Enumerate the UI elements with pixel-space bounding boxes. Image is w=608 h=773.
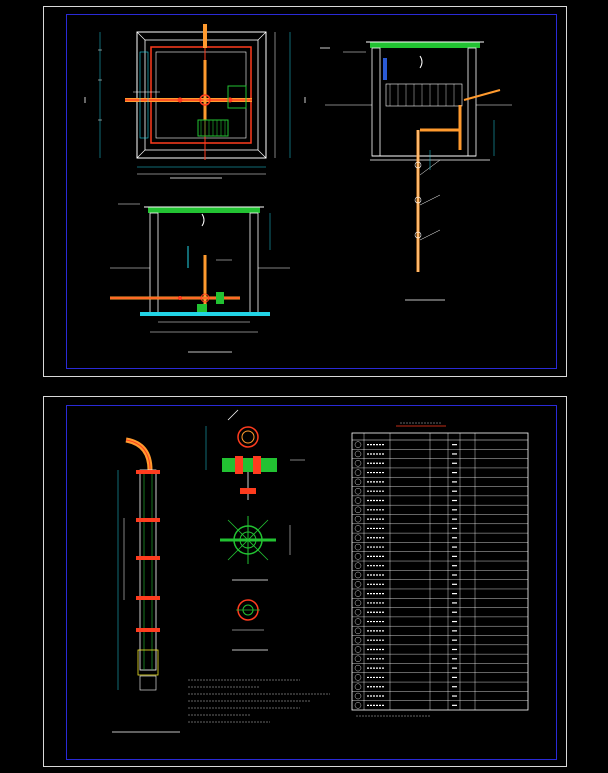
table-row-number <box>354 543 362 551</box>
table-row-number <box>354 478 362 486</box>
table-row-number <box>354 553 362 560</box>
table-row-number <box>354 515 362 523</box>
design-notes <box>188 679 330 723</box>
table-row-number <box>354 590 362 597</box>
table-row-number <box>354 674 362 681</box>
table-row-number <box>354 664 362 672</box>
drawing-sheet-top <box>43 6 567 377</box>
table-row-number <box>354 692 362 700</box>
drawing-frame-top <box>66 14 557 369</box>
table-row-number <box>354 469 362 476</box>
table-row-number <box>354 646 362 653</box>
table-row-number <box>354 636 362 644</box>
table-row-number <box>354 497 362 504</box>
table-row-number <box>354 683 362 690</box>
table-row-number <box>354 506 362 514</box>
table-row-number <box>354 525 362 532</box>
pipe-elevation <box>112 437 180 733</box>
table-row-number <box>354 534 362 541</box>
table-row-number <box>354 702 362 709</box>
table-row-number <box>354 599 362 607</box>
section-b-b <box>320 41 512 301</box>
table-row-number <box>354 581 362 588</box>
table-row-number <box>354 488 362 495</box>
table-row-number <box>354 441 362 448</box>
table-row-number <box>354 450 362 458</box>
detail-views <box>205 409 305 651</box>
table-row-number <box>354 460 362 467</box>
drawing-frame-bottom <box>66 405 557 760</box>
table-row-number <box>354 618 362 625</box>
materials-table <box>351 422 529 711</box>
table-row-number <box>354 571 362 579</box>
table-row-number <box>354 655 362 662</box>
table-row-number <box>354 609 362 616</box>
drawing-sheet-bottom <box>43 396 567 767</box>
section-a-a <box>110 203 290 353</box>
table-row-number <box>354 562 362 569</box>
plan-view <box>84 24 306 179</box>
table-row-number <box>354 627 362 635</box>
